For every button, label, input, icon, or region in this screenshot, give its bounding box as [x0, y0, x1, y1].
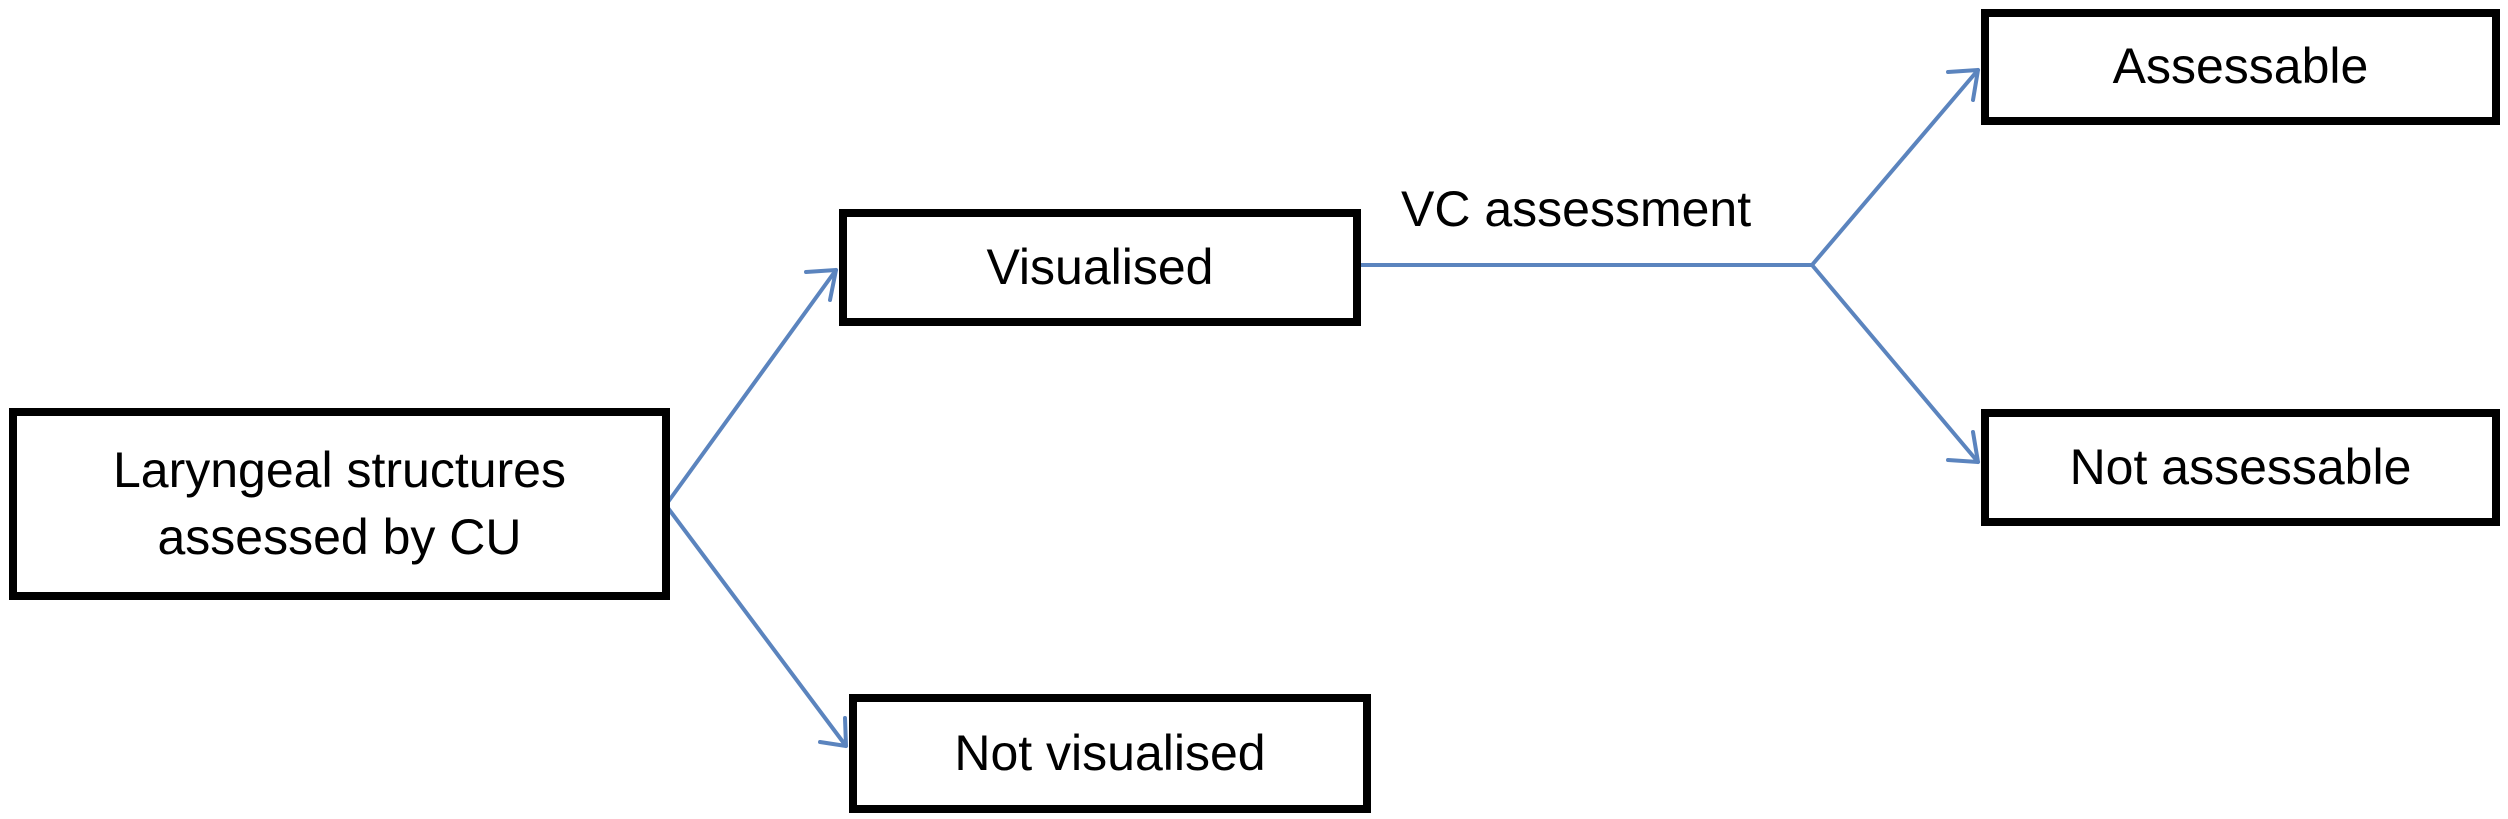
node-root-line2: assessed by CU	[157, 509, 522, 565]
arrowhead-visualised	[804, 268, 838, 302]
node-not-assessable-label: Not assessable	[2069, 438, 2412, 495]
edge-label-vc-assessment: VC assessment	[1401, 181, 1752, 237]
node-assessable-label: Assessable	[2112, 38, 2369, 95]
arrow-root-to-not-visualised	[666, 506, 848, 748]
node-root: Laryngeal structures assessed by CU	[9, 408, 670, 600]
arrowhead-assessable	[1946, 68, 1980, 102]
node-not-visualised: Not visualised	[849, 694, 1371, 813]
arrow-root-to-visualised	[666, 268, 838, 504]
arrowhead-not-visualised	[818, 716, 848, 748]
arrowhead-not-assessable	[1946, 430, 1980, 464]
node-visualised: Visualised	[839, 209, 1361, 326]
node-visualised-label: Visualised	[986, 238, 1214, 295]
arrow-split-to-assessable	[1810, 68, 1980, 267]
node-assessable: Assessable	[1981, 9, 2500, 125]
node-root-line1: Laryngeal structures	[112, 441, 566, 498]
arrow-split-to-not-assessable	[1810, 263, 1980, 464]
node-not-visualised-label: Not visualised	[954, 724, 1266, 781]
node-not-assessable: Not assessable	[1981, 409, 2500, 526]
